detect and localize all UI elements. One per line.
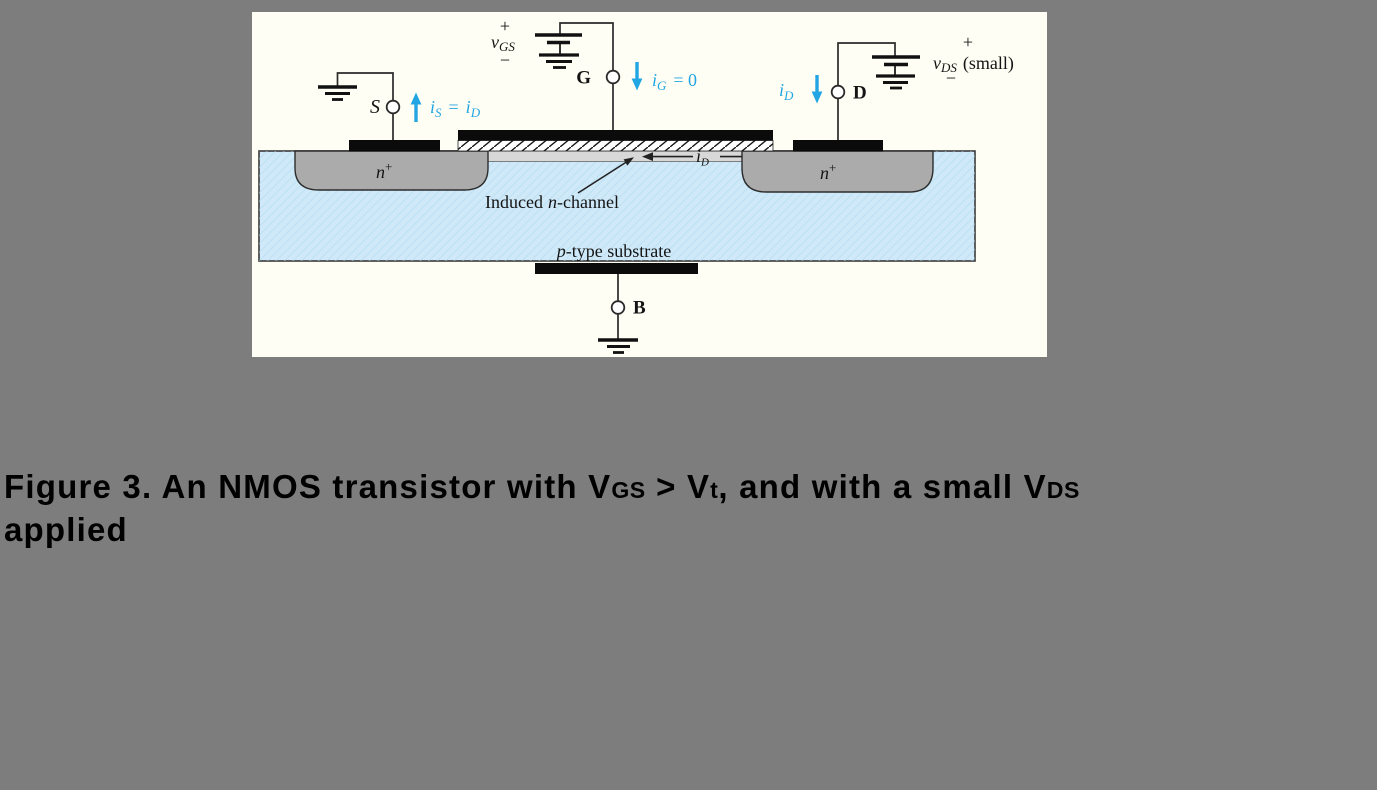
vds-label: vDS(small) xyxy=(933,53,1014,75)
n-plus-source-label: n+ xyxy=(376,159,392,182)
n-plus-source-region xyxy=(294,150,489,191)
caption-vt: Vt xyxy=(686,468,719,505)
substrate-label: p-type substrate xyxy=(555,241,671,261)
drain-terminal-node xyxy=(830,84,846,100)
id-current-arrow-icon xyxy=(811,75,823,104)
n-plus-drain-region xyxy=(741,150,934,193)
vgs-plus-label: + xyxy=(500,16,510,36)
drain-terminal-label: D xyxy=(853,83,867,104)
body-contact xyxy=(535,263,698,274)
channel-current-arrow-icon xyxy=(642,152,742,161)
caption-text-2: , and with a small xyxy=(718,468,1024,505)
n-plus-drain-label: n+ xyxy=(820,160,836,183)
figure-panel: S G D B + vGS − + vDS(small) − iS=iD iG=… xyxy=(252,12,1047,357)
caption-line-2: applied xyxy=(4,511,128,548)
id-channel-label: iD xyxy=(696,146,709,169)
nmos-cross-section-diagram: S G D B + vGS − + vDS(small) − iS=iD iG=… xyxy=(258,16,1014,354)
drain-contact xyxy=(793,140,883,152)
body-terminal-node xyxy=(610,300,626,315)
ig-current-arrow-icon xyxy=(631,62,643,91)
source-terminal-label: S xyxy=(370,96,380,118)
is-current-arrow-icon xyxy=(410,92,422,122)
source-terminal-node xyxy=(385,99,401,115)
caption-gt: > xyxy=(645,468,687,505)
vgs-battery-icon xyxy=(535,33,582,69)
gate-terminal-node xyxy=(605,69,621,85)
circuit-wires xyxy=(336,22,896,340)
gate-electrode xyxy=(458,130,773,141)
vds-minus-label: − xyxy=(946,68,956,88)
caption-vgs: VGS xyxy=(588,468,646,505)
gate-oxide-hatch xyxy=(458,140,773,151)
ig-zero-label: iG= 0 xyxy=(652,70,697,93)
caption-vds: VDS xyxy=(1023,468,1080,505)
is-equals-id-label: iS=iD xyxy=(430,97,481,120)
id-drain-label: iD xyxy=(779,80,794,103)
gate-terminal-label: G xyxy=(576,68,591,89)
caption-text-1: Figure 3. An NMOS transistor with xyxy=(4,468,589,505)
body-ground-icon xyxy=(598,338,638,354)
figure-caption: Figure 3. An NMOS transistor with VGS > … xyxy=(4,467,1376,550)
source-contact xyxy=(349,140,440,152)
body-terminal-label: B xyxy=(633,298,646,319)
source-ground-icon xyxy=(318,85,357,101)
vgs-label: vGS xyxy=(491,32,515,54)
vgs-minus-label: − xyxy=(500,50,510,70)
vds-plus-label: + xyxy=(963,32,973,52)
vds-battery-icon xyxy=(872,55,920,90)
induced-channel-pointer-icon xyxy=(577,157,634,194)
